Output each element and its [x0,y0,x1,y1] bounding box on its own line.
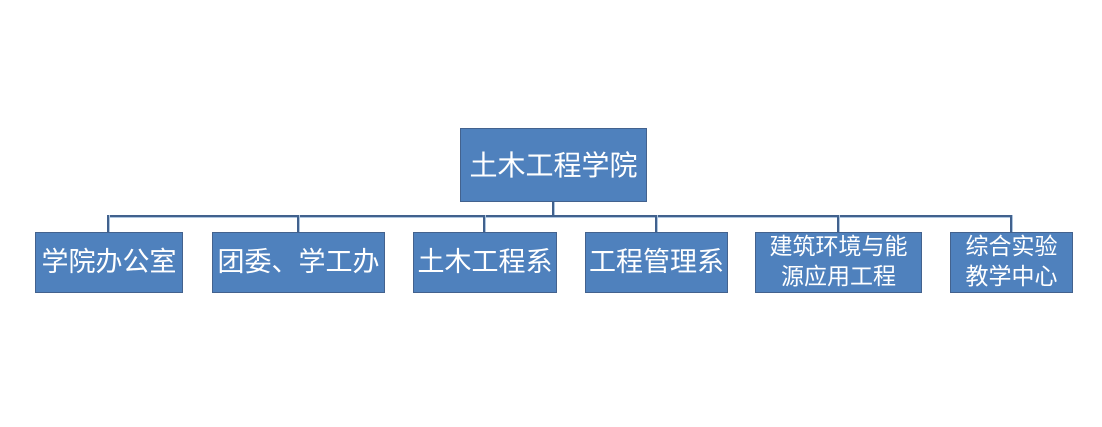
org-node: 综合实验 教学中心 [950,232,1073,293]
org-node: 土木工程系 [413,232,557,293]
connector-child-stub [107,215,110,232]
connector-root-stub [552,202,555,216]
connector-child-stub [483,215,486,232]
connector-horizontal-rail [107,215,1013,218]
connector-child-stub [655,215,658,232]
org-node: 建筑环境与能 源应用工程 [755,232,922,293]
org-node: 工程管理系 [585,232,728,293]
connector-child-stub [837,215,840,232]
org-node: 团委、学工办 [212,232,385,293]
org-node-root: 土木工程学院 [460,128,647,202]
org-node: 学院办公室 [35,232,183,293]
connector-child-stub [1010,215,1013,232]
connector-child-stub [297,215,300,232]
